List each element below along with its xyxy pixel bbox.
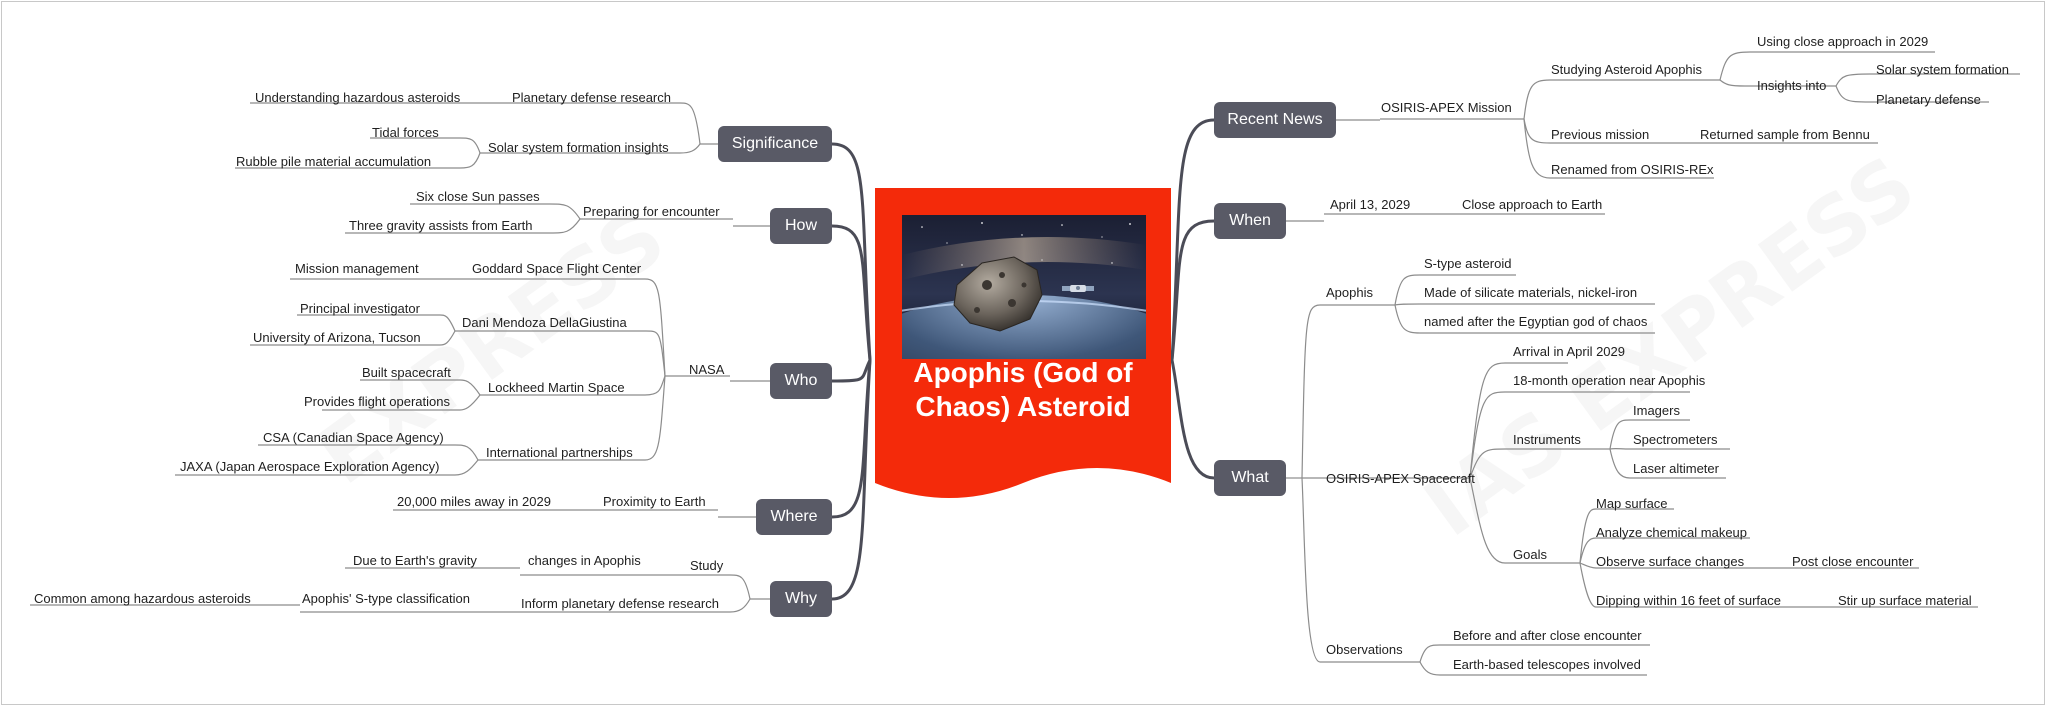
node-close-approach[interactable]: Close approach to Earth [1462, 197, 1603, 212]
node-18-month-operation[interactable]: 18-month operation near Apophis [1513, 373, 1706, 388]
node-earth-telescopes[interactable]: Earth-based telescopes involved [1453, 657, 1641, 672]
trunk-connectors [830, 118, 1216, 601]
node-osiris-apex-mission[interactable]: OSIRIS-APEX Mission [1381, 100, 1512, 115]
node-flight-operations[interactable]: Provides flight operations [304, 394, 450, 409]
node-international-partnerships[interactable]: International partnerships [486, 445, 633, 460]
node-instruments[interactable]: Instruments [1513, 432, 1581, 447]
node-solar-system-formation[interactable]: Solar system formation [1876, 62, 2009, 77]
node-university-arizona[interactable]: University of Arizona, Tucson [253, 330, 421, 345]
central-title-line-1: Apophis (God of [913, 357, 1133, 388]
branch-why[interactable]: Why [770, 581, 832, 617]
node-lockheed-martin[interactable]: Lockheed Martin Space [488, 380, 625, 395]
node-osiris-apex-spacecraft[interactable]: OSIRIS-APEX Spacecraft [1326, 471, 1475, 486]
node-dani-mendoza[interactable]: Dani Mendoza DellaGiustina [462, 315, 627, 330]
node-named-after[interactable]: named after the Egyptian god of chaos [1424, 314, 1648, 329]
branch-significance[interactable]: Significance [718, 126, 832, 162]
node-dipping[interactable]: Dipping within 16 feet of surface [1596, 593, 1781, 608]
central-title: Apophis (God of Chaos) Asteroid [875, 356, 1171, 424]
node-spectrometers[interactable]: Spectrometers [1633, 432, 1718, 447]
node-planetary-defense-research[interactable]: Planetary defense research [512, 90, 671, 105]
node-arrival[interactable]: Arrival in April 2029 [1513, 344, 1625, 359]
node-planetary-defense[interactable]: Planetary defense [1876, 92, 1981, 107]
branch-when[interactable]: When [1214, 203, 1286, 239]
node-tidal-forces[interactable]: Tidal forces [372, 125, 439, 140]
node-studying-apophis[interactable]: Studying Asteroid Apophis [1551, 62, 1703, 77]
node-solar-system-insights[interactable]: Solar system formation insights [488, 140, 669, 155]
node-using-close-approach[interactable]: Using close approach in 2029 [1757, 34, 1929, 49]
node-map-surface[interactable]: Map surface [1596, 496, 1668, 511]
node-apophis[interactable]: Apophis [1326, 285, 1373, 300]
node-changes-in-apophis[interactable]: changes in Apophis [528, 553, 641, 568]
node-stir-up[interactable]: Stir up surface material [1838, 593, 1972, 608]
node-20000-miles[interactable]: 20,000 miles away in 2029 [397, 494, 551, 509]
node-imagers[interactable]: Imagers [1633, 403, 1680, 418]
node-silicate-materials[interactable]: Made of silicate materials, nickel-iron [1424, 285, 1638, 300]
branch-how[interactable]: How [770, 208, 832, 244]
node-study[interactable]: Study [690, 558, 724, 573]
node-returned-sample[interactable]: Returned sample from Bennu [1700, 127, 1870, 142]
node-s-type-asteroid[interactable]: S-type asteroid [1424, 256, 1512, 271]
node-nasa[interactable]: NASA [689, 362, 725, 377]
node-insights-into[interactable]: Insights into [1757, 78, 1827, 93]
central-topic[interactable]: Apophis (God of Chaos) Asteroid [823, 188, 1225, 518]
node-goals[interactable]: Goals [1513, 547, 1547, 562]
branch-recent-news[interactable]: Recent News [1214, 102, 1336, 138]
node-proximity-to-earth[interactable]: Proximity to Earth [603, 494, 706, 509]
node-understanding-hazardous[interactable]: Understanding hazardous asteroids [255, 90, 461, 105]
node-principal-investigator[interactable]: Principal investigator [300, 301, 420, 316]
node-preparing-for-encounter[interactable]: Preparing for encounter [583, 204, 720, 219]
asteroid-image [823, 215, 1225, 475]
central-title-line-2: Chaos) Asteroid [915, 391, 1131, 422]
node-observations[interactable]: Observations [1326, 642, 1403, 657]
node-observe-surface[interactable]: Observe surface changes [1596, 554, 1745, 569]
node-common-hazardous[interactable]: Common among hazardous asteroids [34, 591, 251, 606]
branch-connectors [30, 51, 2020, 676]
node-post-close-encounter[interactable]: Post close encounter [1792, 554, 1914, 569]
node-mission-management[interactable]: Mission management [295, 261, 419, 276]
node-analyze-chemical[interactable]: Analyze chemical makeup [1596, 525, 1748, 540]
node-goddard[interactable]: Goddard Space Flight Center [472, 261, 642, 276]
node-six-close-sun-passes[interactable]: Six close Sun passes [416, 189, 540, 204]
node-jaxa[interactable]: JAXA (Japan Aerospace Exploration Agency… [180, 459, 440, 474]
node-built-spacecraft[interactable]: Built spacecraft [362, 365, 451, 380]
branch-who[interactable]: Who [770, 363, 832, 399]
node-due-to-earth-gravity[interactable]: Due to Earth's gravity [353, 553, 477, 568]
node-renamed[interactable]: Renamed from OSIRIS-REx [1551, 162, 1714, 177]
node-three-gravity-assists[interactable]: Three gravity assists from Earth [349, 218, 533, 233]
node-laser-altimeter[interactable]: Laser altimeter [1633, 461, 1719, 476]
branch-where[interactable]: Where [756, 499, 832, 535]
branch-what[interactable]: What [1214, 460, 1286, 496]
node-rubble-pile[interactable]: Rubble pile material accumulation [236, 154, 432, 169]
node-before-after[interactable]: Before and after close encounter [1453, 628, 1642, 643]
node-previous-mission[interactable]: Previous mission [1551, 127, 1650, 142]
node-s-type-classification[interactable]: Apophis' S-type classification [302, 591, 470, 606]
node-april-13-2029[interactable]: April 13, 2029 [1330, 197, 1411, 212]
node-csa[interactable]: CSA (Canadian Space Agency) [263, 430, 444, 445]
node-inform-planetary-defense[interactable]: Inform planetary defense research [521, 596, 719, 611]
